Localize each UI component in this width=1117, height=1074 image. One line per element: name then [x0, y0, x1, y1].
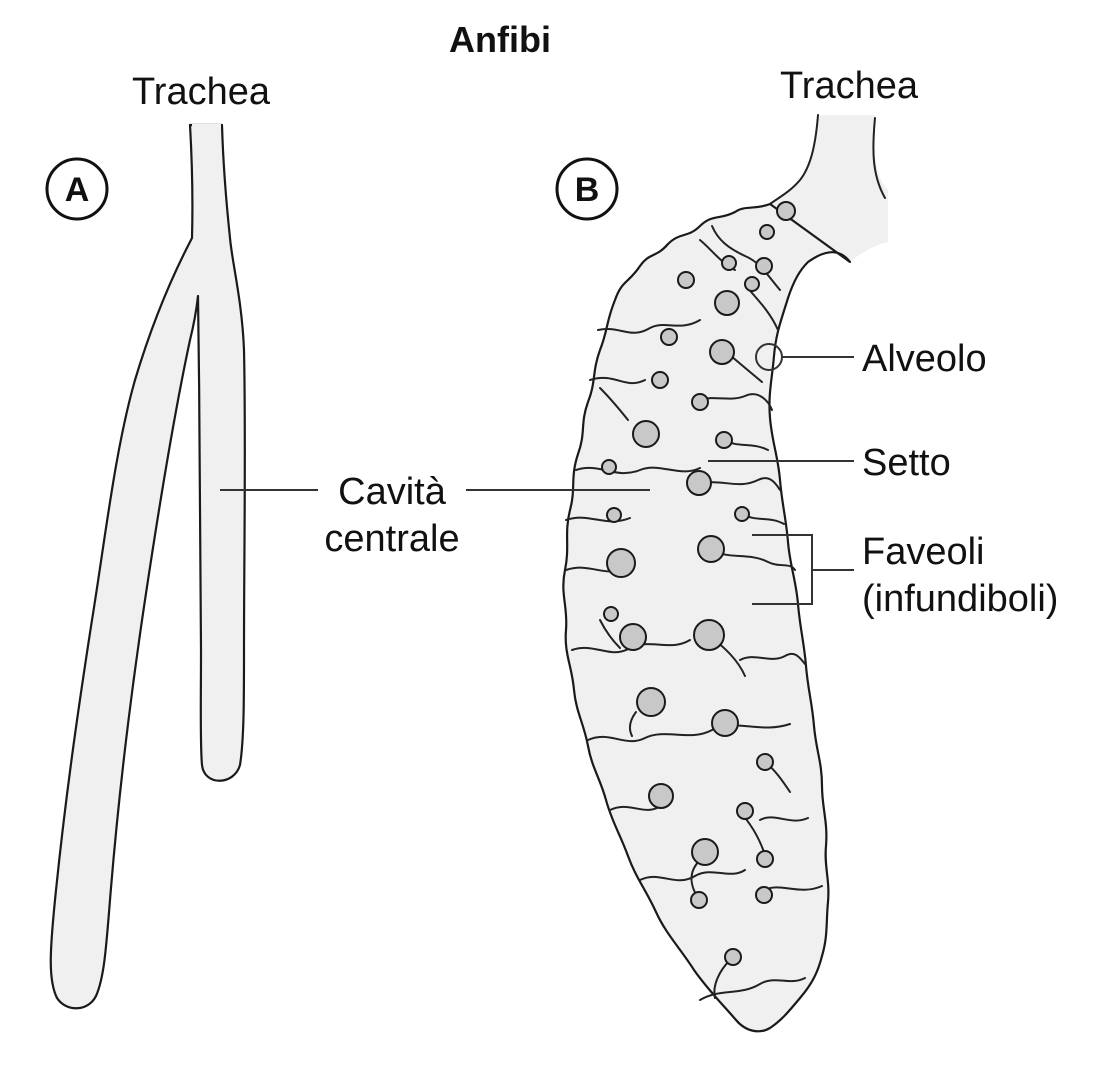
cavity-label-line1: Cavità: [338, 471, 447, 513]
alveolus: [697, 535, 725, 563]
septum: [699, 477, 781, 491]
septum: [699, 977, 806, 1001]
septum: [565, 516, 631, 523]
alveolus: [776, 201, 796, 221]
alveoli: [601, 201, 796, 966]
leader-lines: [220, 356, 854, 605]
alveolus: [744, 276, 760, 292]
panel-b-badge: B: [555, 157, 619, 221]
septum: [599, 619, 621, 649]
septum: [759, 816, 809, 822]
setto-label: Setto: [862, 442, 951, 484]
panel-a-trachea-label: Trachea: [132, 71, 271, 113]
alveolus: [756, 850, 774, 868]
alveolus: [603, 606, 619, 622]
panel-b-trachea-right-wall: [872, 117, 886, 199]
septum: [699, 393, 773, 411]
panel-b-badge-circle: [555, 157, 619, 221]
faveoli-label-line1: Faveoli: [862, 531, 985, 573]
septum: [739, 652, 806, 665]
alveolus: [648, 783, 674, 809]
panel-a: A Trachea: [45, 71, 271, 1010]
septum: [589, 376, 646, 385]
septum: [575, 466, 701, 475]
alveolus: [660, 328, 678, 346]
alveolus: [606, 507, 622, 523]
alveolus: [736, 802, 754, 820]
alveolus: [755, 257, 773, 275]
panel-a-badge-circle: [45, 157, 109, 221]
alveolus: [714, 290, 740, 316]
alveolus: [721, 255, 737, 271]
cavity-label: Cavità centrale: [324, 471, 459, 560]
panel-a-badge: A: [45, 157, 109, 221]
alveolus: [693, 619, 725, 651]
alveolus: [601, 459, 617, 475]
septum: [711, 225, 781, 291]
alveolus: [724, 948, 742, 966]
alveolus: [759, 224, 775, 240]
alveolus: [734, 506, 750, 522]
alveolus: [677, 271, 695, 289]
simple-sac-lung: [49, 123, 246, 1010]
septum: [597, 319, 701, 334]
alveolus: [686, 470, 712, 496]
septum: [711, 549, 796, 571]
faveoli-label-line2: (infundiboli): [862, 578, 1058, 620]
alveolus: [756, 753, 774, 771]
panel-b-trachea-left-wall: [769, 114, 819, 205]
alveolus: [691, 393, 709, 411]
alveolus: [690, 891, 708, 909]
septum: [599, 387, 629, 421]
alveolus: [632, 420, 660, 448]
alveolus: [606, 548, 636, 578]
septum: [639, 869, 746, 882]
faveoli-bracket: [752, 534, 854, 605]
cavity-label-line2: centrale: [324, 518, 459, 560]
faveoli-label: Faveoli (infundiboli): [862, 531, 1058, 620]
alveolus: [651, 371, 669, 389]
septum: [587, 723, 791, 743]
alveolo-label: Alveolo: [862, 338, 987, 380]
panel-b-badge-letter: B: [575, 171, 600, 209]
alveolus: [619, 623, 647, 651]
alveolus: [711, 709, 739, 737]
septate-lung: [562, 202, 852, 1033]
septum: [628, 711, 637, 737]
alveolus: [755, 886, 773, 904]
diagram-title: Anfibi: [449, 19, 551, 60]
alveolus: [715, 431, 733, 449]
alveolus: [636, 687, 666, 717]
panel-b: B Trachea: [555, 65, 919, 1033]
panel-a-badge-letter: A: [65, 171, 90, 209]
alveolus: [691, 838, 719, 866]
alveolus: [709, 339, 735, 365]
panel-b-trachea-label: Trachea: [780, 65, 919, 107]
